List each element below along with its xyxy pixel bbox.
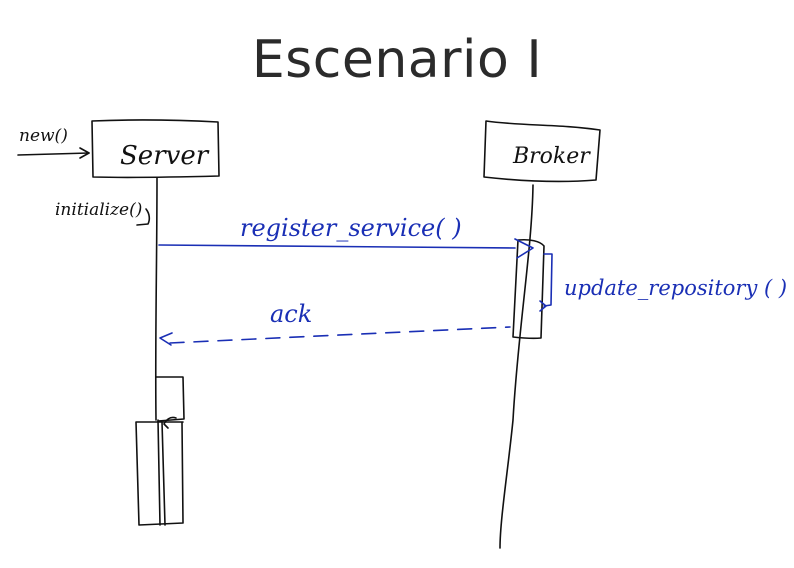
server-box [91,119,220,179]
init-arrow [136,208,151,226]
server-lifeline [154,177,158,421]
broker-lifeline [499,184,534,549]
register-message-label: register_service( ) [240,214,462,242]
register-arrow [158,244,516,249]
update-message-label: update_repository ( ) [564,276,787,300]
ack-message-label: ack [270,300,312,328]
ack-arrowhead [159,332,173,346]
broker-activation [512,238,545,340]
server-activation [155,376,185,422]
broker-box [483,120,601,183]
page-title: Escenario I [251,30,543,90]
create-message-label: new() [19,126,68,146]
server-self-arrow [163,416,177,429]
create-arrow [17,152,90,156]
broker-participant-label: Broker [512,144,591,169]
server-participant-label: Server [120,141,210,171]
update-bracket [543,253,553,307]
create-arrowhead [79,147,90,159]
ack-arrow [169,326,511,344]
register-arrowhead [514,238,534,259]
server-lower-activation [135,421,184,526]
init-message-label: initialize() [55,200,142,220]
